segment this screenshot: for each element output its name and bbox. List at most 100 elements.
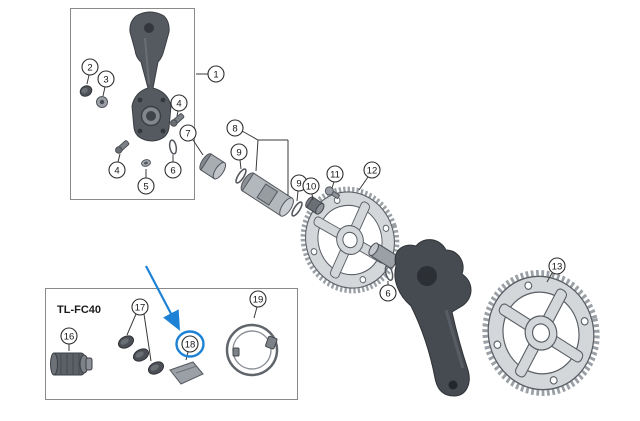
callout-circle [170,94,188,112]
crank-arm-right-body [394,239,472,397]
leader-line [331,181,335,189]
leader-bracket [241,130,289,196]
bolt-part-4a [170,113,185,127]
caps-part-17 [117,335,165,375]
crank-arm-right [368,239,472,397]
callout-circle [363,161,381,179]
bolt-part-11 [324,186,341,200]
callout-circle [379,284,397,302]
callout-6a: 6 [164,155,182,179]
callout-number: 11 [330,169,340,180]
callout-number: 12 [367,165,378,176]
dust-cap-part-2 [79,85,93,97]
cover-part-18 [169,361,204,385]
leader-line [358,176,369,191]
nut-part-5 [141,159,151,167]
highlight-arrow [145,265,181,331]
bolt-shaft [330,190,341,200]
callout-12: 12 [358,161,381,191]
callout-13: 13 [546,257,566,283]
highlight-circle [175,330,205,358]
callout-number: 5 [143,181,148,192]
callout-3: 3 [97,70,115,97]
chainring-part-12 [290,177,410,304]
callout-9a: 9 [230,143,248,170]
callout-circle [326,165,344,183]
tool-ridges [60,354,80,374]
crank-arm-highlight [144,37,150,85]
leader-line [253,306,258,319]
chainring-part-13 [472,260,611,406]
callout-6b: 6 [379,281,397,302]
callout-number: 3 [103,74,108,85]
callout-11: 11 [326,165,344,189]
callout-number: 17 [135,302,146,313]
callout-circle [131,298,149,316]
callout-number: 4 [114,165,119,176]
axle-hole-inner [146,111,156,121]
washer-part-3 [96,96,108,108]
leader-line [86,74,90,85]
callout-5: 5 [137,169,155,195]
nut-hole [144,161,148,165]
bolt-part-4b [115,140,130,154]
callout-number: 10 [306,181,317,192]
spacer-ring-part-9b [291,201,303,217]
callout-number: 6 [385,288,390,299]
callout-17: 17 [126,298,152,362]
callout-circle [108,161,126,179]
tool-knob [85,357,93,371]
leader-line [192,139,204,156]
axle-boss [417,266,437,286]
leader-line [546,272,553,283]
callout-number: 9 [296,178,301,189]
cable-end [232,347,240,357]
cable-connector [265,335,278,350]
callout-1: 1 [196,65,225,83]
leader-line [296,190,299,202]
cable-ring-part-19 [225,323,279,377]
callout-circle [207,65,225,83]
callout-4b: 4 [108,153,126,179]
callout-circle [137,177,155,195]
callout-number: 7 [185,128,190,139]
o-ring-part-6a [168,139,178,155]
dust-cap-highlight [81,87,88,94]
tool-part-16 [50,352,93,376]
leader-fork [126,313,152,362]
callout-number: 8 [232,123,237,134]
cover-fold-line [175,365,198,374]
callout-2: 2 [81,58,99,85]
callout-number: 4 [176,98,181,109]
callout-number: 13 [552,261,563,272]
bolt-head [170,119,178,127]
pedal-hole [144,23,154,33]
leader-line [311,193,314,201]
leader-line [102,86,106,97]
bolt-head [115,146,123,154]
bb-sleeve [256,183,279,206]
crank-arm-left-body [129,11,172,142]
callout-circle [230,143,248,161]
crank-arm-right-highlight [444,309,465,369]
washer-hole [99,99,105,105]
bb-adapter-part-8 [240,172,294,217]
callout-number: 1 [213,69,218,80]
callout-circle [302,177,320,195]
bb-cup-part-7 [199,153,227,180]
callout-circle [226,119,244,137]
bolt-holes [137,97,166,134]
callout-4a: 4 [170,94,188,117]
callout-number: 19 [253,294,264,305]
tool-kit-box [45,288,298,400]
spacer-ring-part-9a [235,168,247,184]
crank-arm-box [70,8,195,200]
callout-number: 9 [236,147,241,158]
callout-number: 6 [170,165,175,176]
callout-16: 16 [60,327,78,351]
model-label: TL-FC40 [57,304,101,316]
callout-19: 19 [249,290,267,319]
callout-number: 18 [185,339,196,350]
